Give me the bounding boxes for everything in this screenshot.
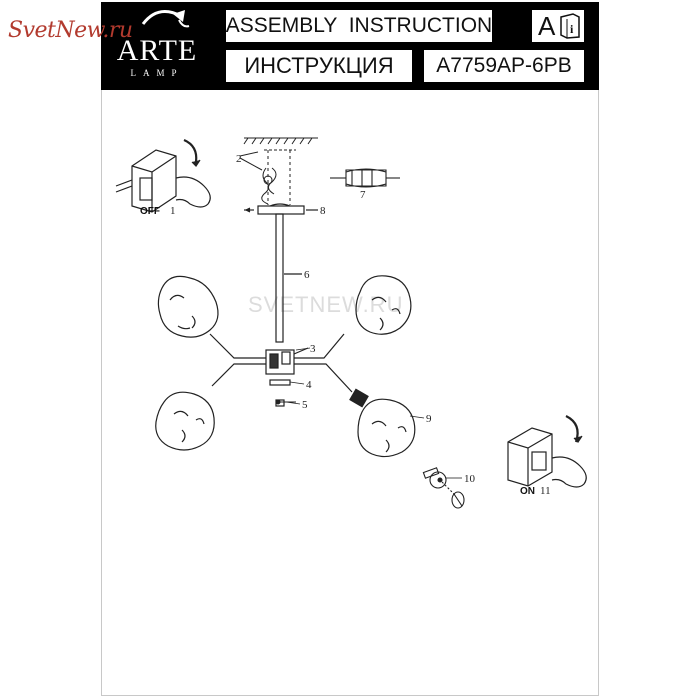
switch-off-illustration [115,138,211,213]
faint-watermark: SVETNEW.RU [248,292,403,317]
glass-shade-bottom-right [349,388,416,458]
glass-shade-top-left [157,275,219,338]
ceiling-mount [239,137,318,205]
stem-rod [275,213,302,343]
leader-lines [284,273,462,479]
callout-7: 7 [360,189,366,201]
glass-shade-bottom-left [155,391,215,451]
callout-4: 4 [306,379,312,391]
site-watermark: SvetNew.ru [8,18,133,43]
switch-off-label: OFF [140,206,160,217]
brand-logo [103,6,213,86]
brand-name: ARTE [116,34,198,67]
lamp-logo-icon [141,10,190,28]
switch-on-label: ON [520,486,535,497]
central-hub [265,347,309,407]
info-badge: A i [532,10,584,42]
terminal-connector [330,168,400,188]
canopy [244,203,318,215]
book-info-icon: i [560,13,581,39]
info-letter: A [538,10,556,41]
callout-11: 11 [540,485,551,497]
brand-subtitle: LAMP [130,68,184,78]
callout-8: 8 [320,205,326,217]
callout-2: 2 [236,153,242,165]
callout-9: 9 [426,413,432,425]
bulb-assembly [422,467,465,509]
title-russian: ИНСТРУКЦИЯ [226,50,412,82]
title-english: ASSEMBLY INSTRUCTION [226,10,492,42]
lamp-arms [209,333,353,393]
callout-10: 10 [464,473,476,485]
callout-3: 3 [310,343,316,355]
canopy-wires [261,167,277,205]
callout-5: 5 [302,399,308,411]
callout-6: 6 [304,269,310,281]
glass-shade-top-right [355,275,412,335]
svg-text:i: i [570,22,574,36]
callout-1: 1 [170,205,176,217]
switch-on-illustration [507,415,587,488]
model-number: A7759AP-6PB [424,50,584,82]
